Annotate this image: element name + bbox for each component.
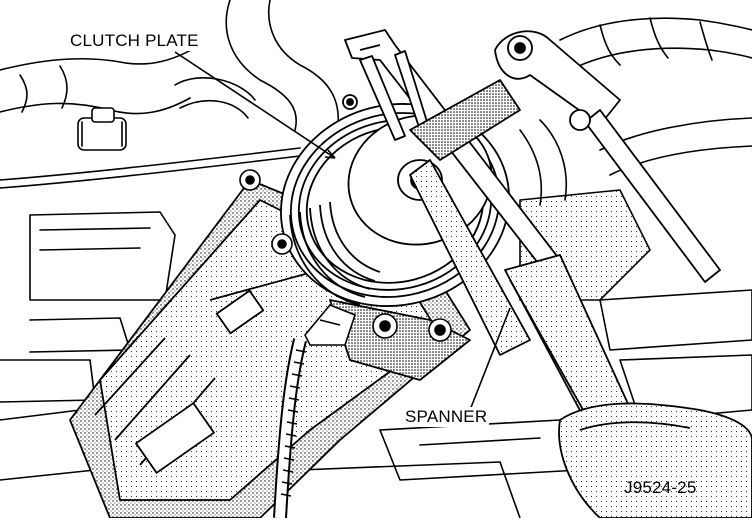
clutch-plate-callout: CLUTCH PLATE (68, 31, 201, 51)
compressor-bolts (239, 169, 452, 342)
leader-lines (174, 51, 511, 411)
figure-id: J9524-25 (624, 478, 697, 497)
wire-harness (273, 304, 356, 518)
spanner-callout: SPANNER (403, 407, 490, 427)
ratchet-wrench (409, 30, 721, 356)
